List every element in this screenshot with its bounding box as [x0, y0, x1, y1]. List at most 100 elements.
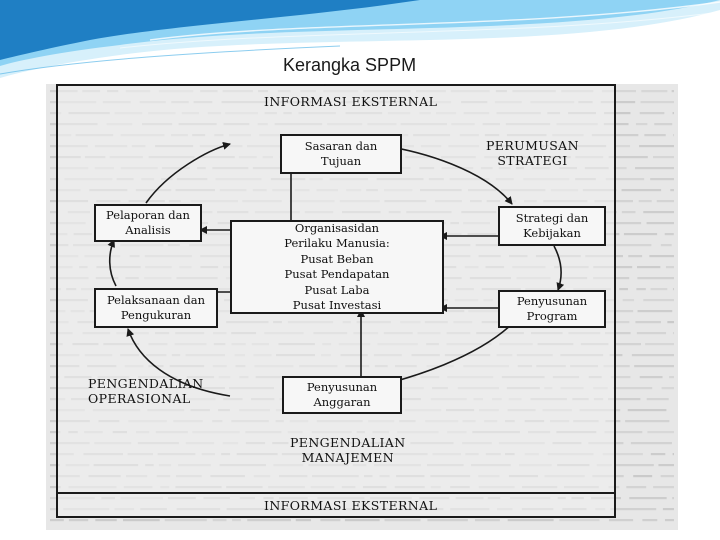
texture-stroke [637, 310, 673, 313]
texture-stroke [662, 508, 674, 511]
texture-stroke [636, 288, 646, 291]
texture-stroke [650, 288, 668, 291]
texture-stroke [621, 189, 662, 192]
texture-stroke [644, 134, 666, 137]
pelaporan-line-2: Analisis [125, 223, 171, 237]
arc-strategi-to-penyusunan-program [553, 245, 565, 291]
texture-stroke [608, 156, 648, 159]
box-strategi-dan-kebijakan: Strategi dan Kebijakan [498, 206, 606, 246]
texture-stroke [607, 398, 641, 401]
texture-stroke [672, 288, 674, 291]
texture-stroke [625, 420, 670, 423]
box-pelaporan-dan-analisis: Pelaporan dan Analisis [94, 204, 202, 242]
texture-stroke [612, 387, 653, 390]
texture-stroke [559, 519, 600, 522]
perumusan-line-2: STRATEGI [497, 153, 568, 168]
texture-stroke [50, 431, 61, 434]
texture-stroke [631, 354, 674, 357]
texture-stroke [647, 431, 674, 434]
center-line-1: Organisasidan [294, 220, 380, 235]
arc-anggaran-to-pelaksanaan [126, 328, 231, 397]
texture-stroke [626, 486, 647, 489]
texture-stroke [642, 519, 658, 522]
texture-stroke [610, 508, 657, 511]
texture-stroke [645, 343, 674, 346]
texture-stroke [654, 123, 673, 126]
texture-stroke [656, 200, 674, 203]
label-pengendalian-manajemen: PENGENDALIAN MANAJEMEN [290, 435, 406, 465]
perumusan-line-1: PERUMUSAN [486, 138, 579, 153]
texture-stroke [650, 178, 674, 181]
pelaksanaan-line-2: Pengukuran [120, 308, 192, 322]
texture-stroke [664, 519, 674, 522]
texture-stroke [50, 178, 59, 181]
texture-stroke [50, 288, 62, 291]
texture-stroke [295, 519, 312, 522]
texture-stroke [635, 167, 674, 170]
texture-stroke [671, 90, 674, 93]
texture-stroke [123, 519, 160, 522]
bottom-divider [58, 492, 614, 494]
texture-stroke [610, 376, 631, 379]
scanned-figure: INFORMASI EKSTERNAL Sasaran dan Tujuan P… [46, 84, 678, 530]
texture-stroke [600, 101, 636, 104]
texture-stroke [637, 277, 674, 280]
texture-stroke [621, 211, 636, 214]
operasional-line-2: OPERASIONAL [88, 391, 191, 406]
center-line-3: Pusat Beban [300, 251, 374, 266]
texture-stroke [658, 464, 674, 467]
label-perumusan-strategi: PERUMUSAN STRATEGI [486, 138, 579, 168]
texture-stroke [95, 519, 117, 522]
texture-stroke [639, 145, 674, 148]
texture-stroke [247, 519, 291, 522]
anggaran-line-1: Penyusunan [306, 380, 378, 394]
center-line-5: Pusat Laba [304, 282, 370, 297]
texture-stroke [622, 299, 635, 302]
program-line-1: Penyusunan [516, 294, 588, 308]
texture-stroke [50, 376, 60, 379]
texture-stroke [50, 519, 64, 522]
texture-stroke [672, 112, 674, 115]
texture-stroke [602, 453, 643, 456]
texture-stroke [630, 442, 672, 445]
texture-stroke [474, 519, 500, 522]
top-label-informasi-eksternal: INFORMASI EKSTERNAL [264, 94, 438, 109]
texture-stroke [50, 508, 59, 511]
box-penyusunan-program: Penyusunan Program [498, 290, 606, 328]
texture-stroke [604, 112, 631, 115]
texture-stroke [646, 222, 674, 225]
texture-stroke [633, 475, 653, 478]
texture-stroke [623, 233, 658, 236]
texture-stroke [615, 145, 631, 148]
texture-stroke [615, 464, 654, 467]
anggaran-line-2: Anggaran [313, 395, 371, 409]
texture-stroke [603, 365, 630, 368]
texture-stroke [672, 497, 674, 500]
sasaran-line-1: Sasaran dan [304, 139, 378, 153]
texture-stroke [660, 475, 674, 478]
texture-stroke [602, 222, 642, 225]
texture-stroke [639, 112, 665, 115]
header-wave-decoration [0, 0, 720, 78]
texture-stroke [619, 288, 628, 291]
texture-stroke [635, 123, 648, 126]
texture-stroke [661, 387, 674, 390]
texture-stroke [613, 167, 627, 170]
texture-stroke [652, 156, 674, 159]
center-line-6: Pusat Investasi [292, 298, 382, 312]
texture-stroke [604, 431, 643, 434]
box-penyusunan-anggaran: Penyusunan Anggaran [282, 376, 402, 414]
texture-stroke [68, 519, 89, 522]
label-pengendalian-operasional: PENGENDALIAN OPERASIONAL [88, 376, 204, 406]
texture-stroke [643, 299, 674, 302]
texture-stroke [603, 123, 629, 126]
texture-stroke [427, 519, 468, 522]
texture-stroke [50, 464, 60, 467]
texture-stroke [635, 321, 661, 324]
sasaran-line-2: Tujuan [320, 154, 362, 168]
texture-stroke [640, 101, 674, 104]
pelaporan-line-1: Pelaporan dan [106, 208, 190, 222]
texture-stroke [605, 178, 645, 181]
slide-title: Kerangka SPPM [283, 55, 417, 75]
strategi-line-2: Kebijakan [523, 226, 581, 240]
